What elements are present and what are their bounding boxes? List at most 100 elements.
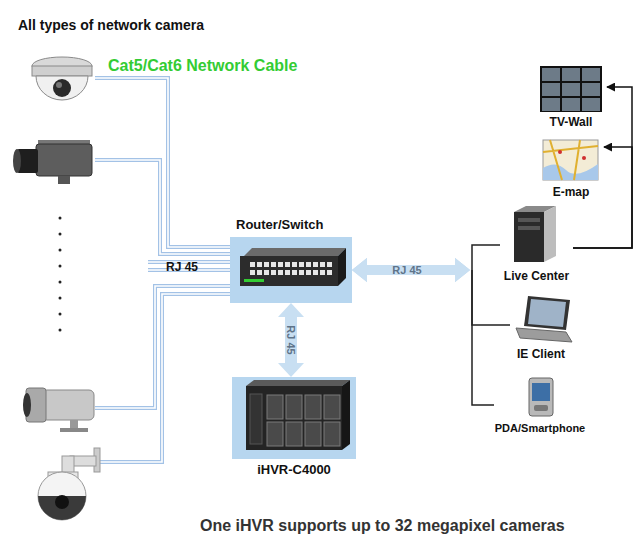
node-label: Router/Switch: [236, 218, 323, 233]
node-label: PDA/Smartphone: [495, 422, 585, 435]
more-cameras-dots: [59, 313, 62, 316]
box-camera: [13, 140, 92, 184]
control-link: [573, 147, 632, 248]
ptz-camera: [38, 472, 86, 520]
map-icon: [558, 150, 562, 154]
server-tower-icon: [514, 206, 556, 262]
network-link: [472, 270, 510, 325]
server-tower-icon: [514, 212, 544, 262]
network-cable: [95, 160, 230, 254]
control-link: [573, 147, 632, 248]
diagram-caption: One iHVR supports up to 32 megapixel cam…: [200, 517, 565, 535]
dome-camera: [36, 76, 88, 100]
network-link: [278, 303, 304, 377]
network-link: [472, 270, 494, 405]
laptop-icon: [516, 296, 572, 342]
control-link: [573, 87, 632, 248]
cable-label: Cat5/Cat6 Network Cable: [108, 57, 297, 75]
ptz-camera: [38, 448, 100, 520]
network-link: [352, 245, 500, 282]
ptz-camera: [38, 496, 86, 520]
map-icon: [543, 164, 598, 180]
node-label: TV-Wall: [550, 116, 593, 130]
network-link: [352, 258, 470, 282]
pda-icon: [529, 378, 553, 416]
control-link: [573, 87, 632, 248]
port-label: RJ 45: [166, 261, 198, 275]
more-cameras-dots: [59, 329, 62, 332]
switch-device: [240, 256, 338, 286]
network-link: [278, 303, 304, 377]
bullet-camera: [60, 428, 88, 432]
tv-wall-icon: [541, 67, 601, 112]
bullet-camera: [23, 388, 94, 432]
network-cable: [95, 78, 230, 462]
network-cable: [95, 78, 230, 462]
more-cameras-dots: [59, 281, 62, 284]
tv-wall-icon: [540, 66, 602, 112]
more-cameras-dots: [59, 233, 62, 236]
server-tower-icon: [544, 206, 556, 262]
map-icon: [582, 156, 586, 160]
dome-camera: [56, 82, 62, 88]
switch-device: [338, 248, 346, 286]
bullet-camera: [23, 393, 31, 417]
pda-icon: [532, 383, 550, 401]
node-label: Live Center: [504, 270, 569, 284]
server-tower-icon: [518, 218, 540, 222]
box-camera: [36, 144, 92, 176]
network-cable: [95, 78, 230, 247]
map-icon: [543, 140, 598, 180]
server-tower-icon: [518, 226, 540, 230]
dome-camera: [32, 57, 92, 100]
recorder-device: [246, 380, 350, 450]
recorder-device: [246, 386, 342, 450]
network-cable: [97, 294, 230, 462]
ptz-camera: [55, 495, 69, 509]
more-cameras-dots: [59, 217, 62, 220]
dome-camera: [32, 66, 92, 76]
more-cameras-dots: [59, 217, 62, 332]
network-link: [352, 258, 494, 405]
box-camera: [58, 176, 70, 184]
switch-device: [244, 279, 264, 282]
network-link: [352, 258, 510, 325]
edge-label: RJ 45: [285, 325, 298, 354]
switch-device: [240, 248, 346, 286]
pda-icon: [529, 378, 553, 416]
network-link: [352, 258, 470, 282]
dome-camera: [53, 79, 71, 97]
recorder-device: [250, 394, 262, 444]
recorder-device: [266, 394, 342, 448]
diagram-title: All types of network camera: [18, 17, 204, 33]
node-label: IE Client: [517, 348, 565, 362]
node-label: E-map: [553, 186, 590, 200]
box-camera: [13, 149, 21, 173]
laptop-icon: [524, 296, 570, 330]
network-link: [472, 245, 500, 270]
more-cameras-dots: [59, 265, 62, 268]
pda-icon: [534, 405, 548, 411]
switch-device: [244, 248, 346, 256]
map-icon: [543, 140, 598, 180]
dome-camera: [32, 57, 92, 75]
switch-device: [250, 262, 332, 275]
network-cable: [95, 160, 230, 254]
tv-wall-icon: [540, 66, 602, 112]
map-icon: [543, 140, 598, 180]
laptop-icon: [516, 328, 572, 342]
laptop-icon: [528, 299, 566, 327]
network-cable: [95, 78, 230, 462]
edge-label: RJ 45: [392, 264, 421, 277]
recorder-device: [342, 380, 350, 450]
recorder-device: [246, 380, 350, 386]
network-link: [352, 258, 470, 282]
more-cameras-dots: [59, 297, 62, 300]
node-label: iHVR-C4000: [257, 463, 331, 478]
network-cable: [97, 294, 230, 462]
more-cameras-dots: [59, 249, 62, 252]
